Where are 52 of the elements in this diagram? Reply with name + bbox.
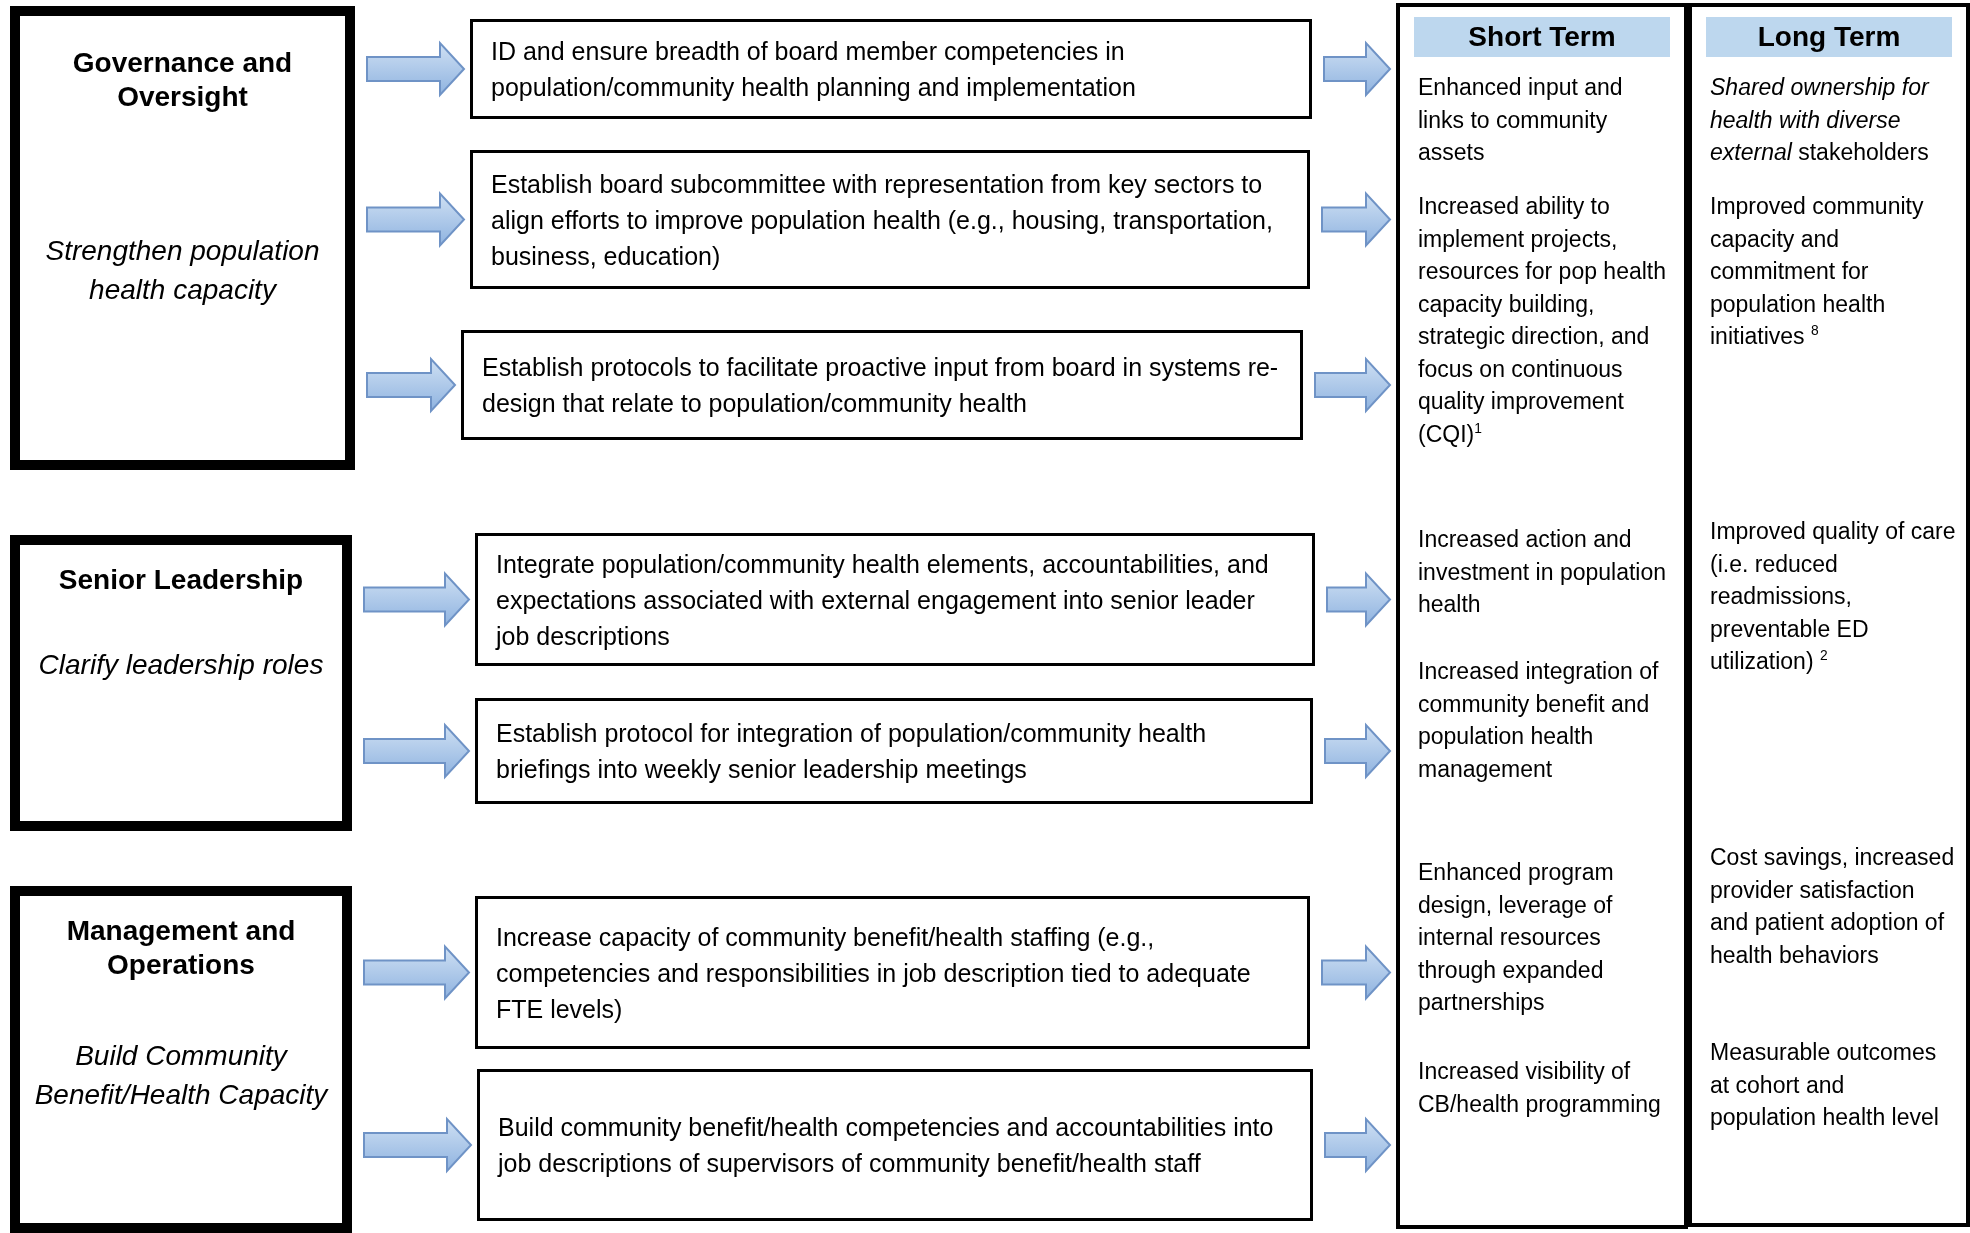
section-title: Senior Leadership — [57, 563, 305, 597]
block-arrow — [363, 943, 471, 1002]
block-arrow — [1323, 40, 1392, 98]
outcome-text: Increased visibility of CB/health programming — [1418, 1057, 1662, 1119]
block-arrow — [1314, 356, 1392, 414]
block-arrow — [366, 40, 466, 98]
section-box — [10, 6, 355, 470]
action-text: ID and ensure breadth of board member competencies in population/community health planning and implementation — [491, 36, 1137, 103]
block-arrow — [1326, 570, 1392, 629]
block-arrow — [1321, 943, 1392, 1002]
section-box — [10, 535, 352, 831]
outcome-text: Enhanced input and links to community assets — [1418, 73, 1624, 167]
outcome-text: Measurable outcomes at cohort and population health level — [1710, 1038, 1940, 1132]
section-title: Governance and Oversight — [71, 46, 294, 114]
block-arrow — [1324, 722, 1392, 780]
action-box — [475, 698, 1313, 804]
action-box — [477, 1069, 1313, 1221]
outcome-text: Increased integration of community benefit and population health management — [1418, 657, 1660, 784]
action-box — [470, 150, 1310, 289]
section-subtitle: Clarify leadership roles — [37, 648, 325, 682]
section-box — [10, 886, 352, 1233]
outcome-text: Shared ownership for health with diverse external stakeholders — [1710, 73, 1931, 167]
section-title: Management and Operations — [65, 914, 297, 982]
outcome-text: Increased action and investment in population health — [1418, 525, 1668, 619]
block-arrow — [363, 722, 471, 780]
action-text: Establish protocol for integration of population/community health briefings into weekly senior leadership meetings — [496, 718, 1208, 785]
action-text: Establish board subcommittee with representation from key sectors to align efforts to improve population health (e.g., housing, transportation, business, education) — [491, 168, 1274, 272]
action-box — [475, 896, 1310, 1049]
block-arrow — [1324, 1116, 1392, 1174]
block-arrow — [363, 1116, 473, 1174]
outcome-text: Enhanced program design, leverage of internal resources through expanded partnerships — [1418, 858, 1615, 1017]
block-arrow — [366, 356, 457, 414]
action-box — [470, 19, 1312, 119]
block-arrow — [366, 190, 466, 249]
block-arrow — [363, 570, 471, 629]
column-header: Short Term — [1414, 17, 1670, 57]
section-subtitle: Strengthen population health capacity — [44, 234, 321, 307]
outcome-text: Improved quality of care (i.e. reduced readmissions, preventable ED utilization) $^{2}$ — [1710, 517, 1956, 676]
outcome-text: Increased ability to implement projects, resources for pop health capacity building, strategic direction, and focus on continuous quality improvement (CQI)$^{1}$ — [1418, 192, 1668, 449]
action-text: Build community benefit/health competencies and accountabilities into job descriptions of supervisors of community benefit/health staff — [498, 1112, 1275, 1179]
outcome-column — [1688, 3, 1970, 1227]
action-text: Establish protocols to facilitate proactive input from board in systems re-design that relate to population/community health — [482, 352, 1280, 419]
outcome-column — [1396, 3, 1688, 1229]
block-arrow — [1321, 190, 1392, 249]
outcome-text: Improved community capacity and commitment for population health initiatives $^{8}$ — [1710, 192, 1925, 351]
outcome-text: Cost savings, increased provider satisfaction and patient adoption of health behaviors — [1710, 843, 1956, 970]
action-text: Increase capacity of community benefit/health staffing (e.g., competencies and responsibilities in job description tied to adequate FTE levels) — [496, 921, 1252, 1025]
action-box — [461, 330, 1303, 440]
action-box — [475, 533, 1315, 666]
action-text: Integrate population/community health elements, accountabilities, and expectations associated with external engagement into senior leader job descriptions — [496, 548, 1270, 652]
section-subtitle: Build Community Benefit/Health Capacity — [33, 1039, 330, 1112]
column-header: Long Term — [1706, 17, 1952, 57]
